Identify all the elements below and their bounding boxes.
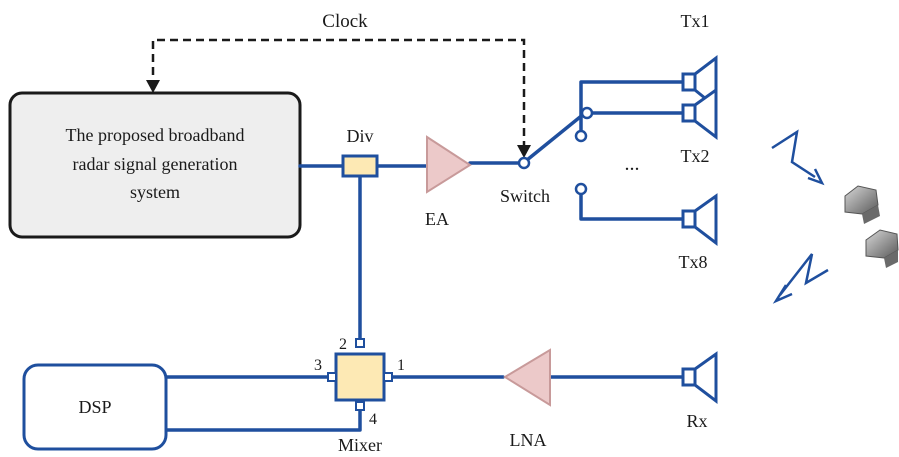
clock-arrow-left [146,80,160,93]
target-object-icon [865,229,899,268]
mixer-port-4 [355,401,365,411]
switch-contact-tx1 [574,129,588,143]
switch-contacts [517,106,594,196]
target-object-icon [844,185,880,224]
horn-antenna-icon [681,367,697,387]
mixer-port-3-label: 3 [314,357,322,374]
mixer-label: Mixer [338,435,382,455]
mixer-port-2 [355,338,365,348]
divider-block [341,154,379,178]
switch-contact-tx8 [574,182,588,196]
horn-antenna-icon [681,72,697,92]
clock-label: Clock [322,11,368,32]
dsp-block [22,363,168,451]
mixer-port-2-label: 2 [339,336,347,353]
switch-contact-tx2 [580,106,594,120]
rx-label: Rx [686,411,707,431]
tx8-label: Tx8 [679,252,708,272]
ellipsis-label: ... [625,153,640,175]
mixer-block [334,352,386,402]
lna-label: LNA [510,430,547,450]
switch-label: Switch [500,186,550,206]
lna-amplifier-icon [503,348,551,407]
incoming-wave-icon [772,253,829,304]
mixer-ports [327,338,393,411]
horn-antenna-icon [693,351,718,405]
ea-label: EA [425,209,449,229]
system-label-line2: radar signal generation [73,154,238,174]
horn-antenna-icon [681,103,697,123]
tx2-antenna [681,87,718,141]
rx-antenna [681,351,718,405]
tx8-antenna [681,193,718,247]
system-label-line3: system [130,182,180,202]
mixer-port-1 [383,372,393,382]
div-label: Div [347,126,374,146]
horn-antenna-icon [681,209,697,229]
ea-amplifier-icon [426,135,472,194]
clock-arrow-right [517,145,531,158]
horn-antenna-icon [693,87,718,141]
clock-line [146,38,531,158]
signal-wires [163,80,695,432]
mixer-port-4-label: 4 [369,411,377,428]
mixer-port-3 [327,372,337,382]
system-label-line1: The proposed broadband [66,125,245,145]
tx1-label: Tx1 [681,11,710,31]
tx2-label: Tx2 [681,146,710,166]
mixer-port-1-label: 1 [397,357,405,374]
horn-antenna-icon [693,193,718,247]
dsp-label: DSP [78,397,111,417]
switch-pivot [517,156,531,170]
outgoing-wave-icon [771,129,825,186]
